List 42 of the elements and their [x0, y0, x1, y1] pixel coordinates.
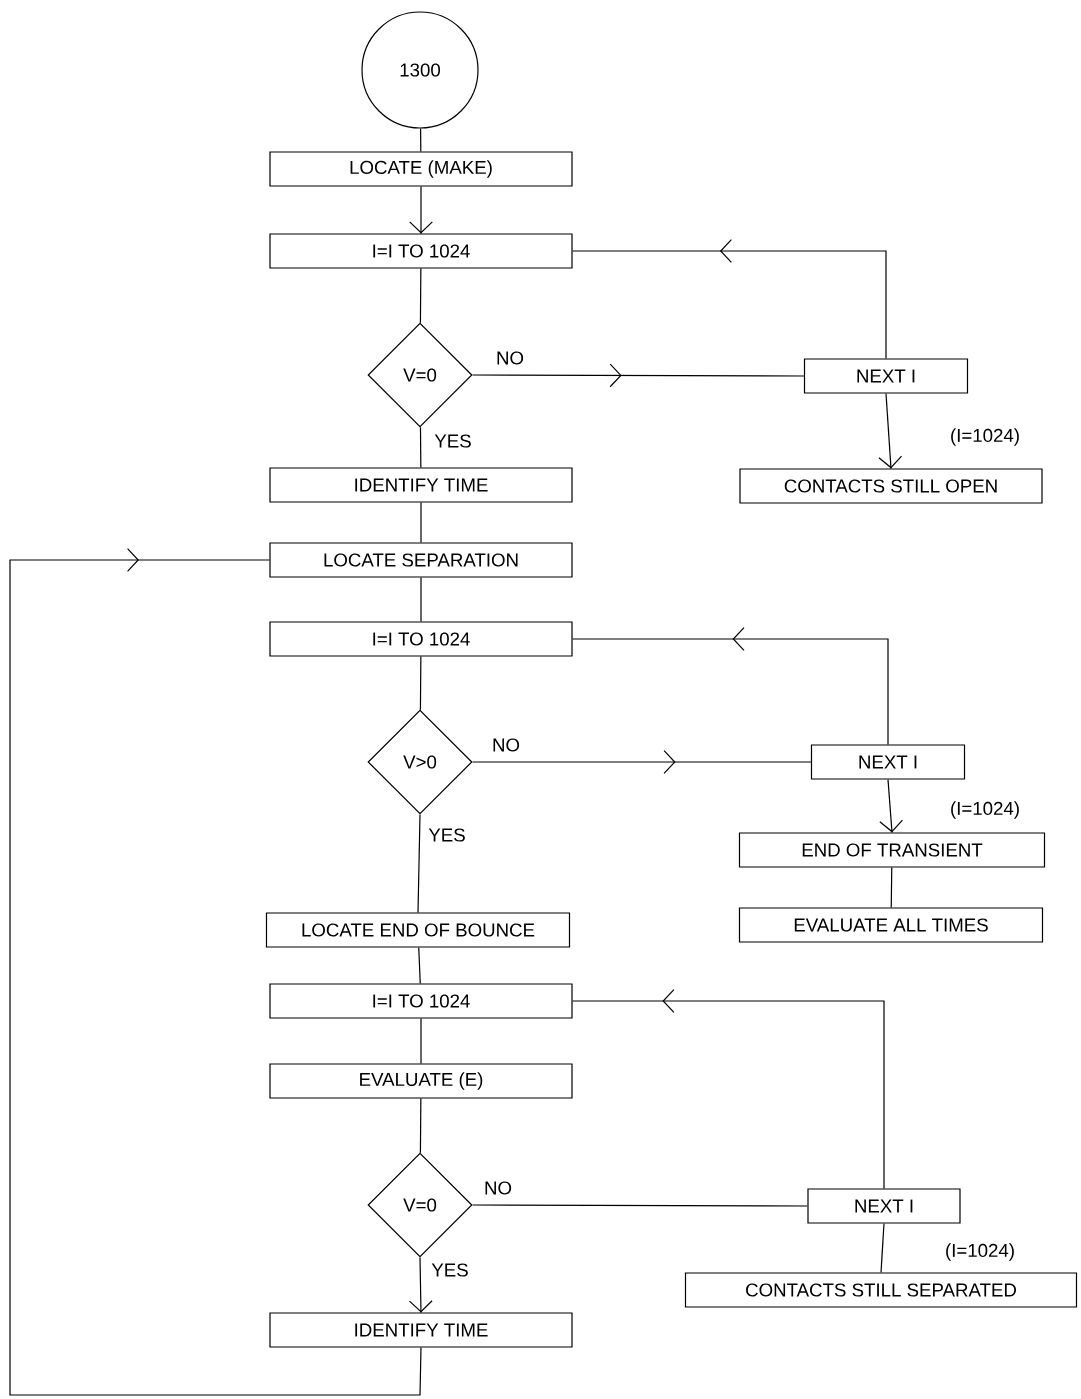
process-box: I=I TO 1024 [269, 983, 573, 1019]
connector-line [419, 268, 422, 324]
connector-line [419, 426, 422, 468]
edge-label: (I=1024) [948, 800, 1022, 821]
connector-line [419, 656, 422, 711]
arrow [409, 186, 433, 234]
process-box: I=I TO 1024 [269, 233, 573, 269]
edge-label: YES [430, 1262, 470, 1278]
edge-label: YES [427, 827, 467, 843]
arrow [879, 779, 904, 833]
edge-label: (I=1024) [943, 1242, 1017, 1263]
connector-line [420, 577, 422, 622]
process-box: IDENTIFY TIME [269, 467, 573, 503]
process-box: NEXT I [810, 744, 966, 780]
connector-line [418, 947, 421, 984]
process-box: IDENTIFY TIME [269, 1312, 573, 1348]
process-box: EVALUATE ALL TIMES [738, 907, 1044, 943]
arrow [408, 1257, 433, 1313]
process-box: I=I TO 1024 [269, 621, 573, 657]
connector-line [890, 867, 893, 908]
connector-line [420, 1018, 422, 1064]
process-box: END OF TRANSIENT [738, 832, 1046, 868]
connector-line [417, 814, 421, 913]
arrow [878, 393, 903, 469]
process-box: CONTACTS STILL OPEN [739, 468, 1043, 504]
edge-label: NO [494, 350, 526, 366]
process-box: CONTACTS STILL SEPARATED [684, 1272, 1078, 1308]
process-box: NEXT I [803, 358, 969, 394]
connector-line [419, 1098, 422, 1154]
process-box: LOCATE (MAKE) [269, 151, 573, 187]
process-box: EVALUATE (E) [269, 1063, 573, 1099]
edge-label: (I=1024) [948, 427, 1022, 448]
connector-line [420, 502, 422, 543]
connector-line [880, 1223, 885, 1273]
edge-label: YES [433, 433, 473, 449]
connector-line [420, 128, 422, 152]
process-box: LOCATE END OF BOUNCE [265, 912, 571, 948]
process-box: LOCATE SEPARATION [269, 542, 573, 578]
edge-label: NO [490, 737, 522, 753]
process-box: NEXT I [807, 1188, 961, 1224]
edge-label: NO [482, 1180, 514, 1196]
connector-line [472, 1204, 808, 1207]
